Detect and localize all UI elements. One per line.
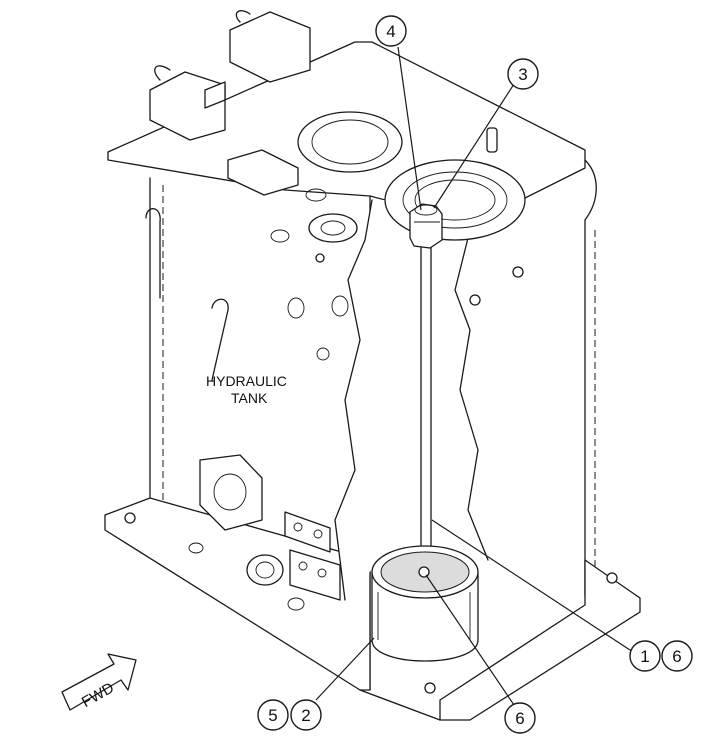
callout-balloon-1: 1 bbox=[629, 640, 661, 672]
callout-6-lower-label: 6 bbox=[515, 709, 524, 728]
callout-balloon-5: 5 bbox=[257, 699, 289, 731]
tank-label-line2: TANK bbox=[231, 390, 268, 406]
callout-5-label: 5 bbox=[268, 706, 277, 725]
tank-label-line1: HYDRAULIC bbox=[206, 373, 287, 389]
callout-4-label: 4 bbox=[386, 22, 395, 41]
callout-balloon-6-upper: 6 bbox=[661, 640, 693, 672]
callout-balloon-6-lower: 6 bbox=[504, 702, 536, 734]
filter-element bbox=[371, 545, 479, 662]
forward-direction-arrow: FWD bbox=[61, 653, 137, 711]
callout-balloon-4: 4 bbox=[375, 15, 407, 47]
callout-2-label: 2 bbox=[301, 706, 310, 725]
callout-6-upper-label: 6 bbox=[672, 647, 681, 666]
callout-balloon-2: 2 bbox=[290, 699, 322, 731]
sight-tube-assembly bbox=[409, 203, 443, 571]
callout-3-label: 3 bbox=[518, 65, 527, 84]
callout-leaders bbox=[315, 46, 634, 706]
callout-1-label: 1 bbox=[640, 647, 649, 666]
hydraulic-tank bbox=[104, 10, 641, 721]
callout-balloon-3: 3 bbox=[507, 58, 539, 90]
